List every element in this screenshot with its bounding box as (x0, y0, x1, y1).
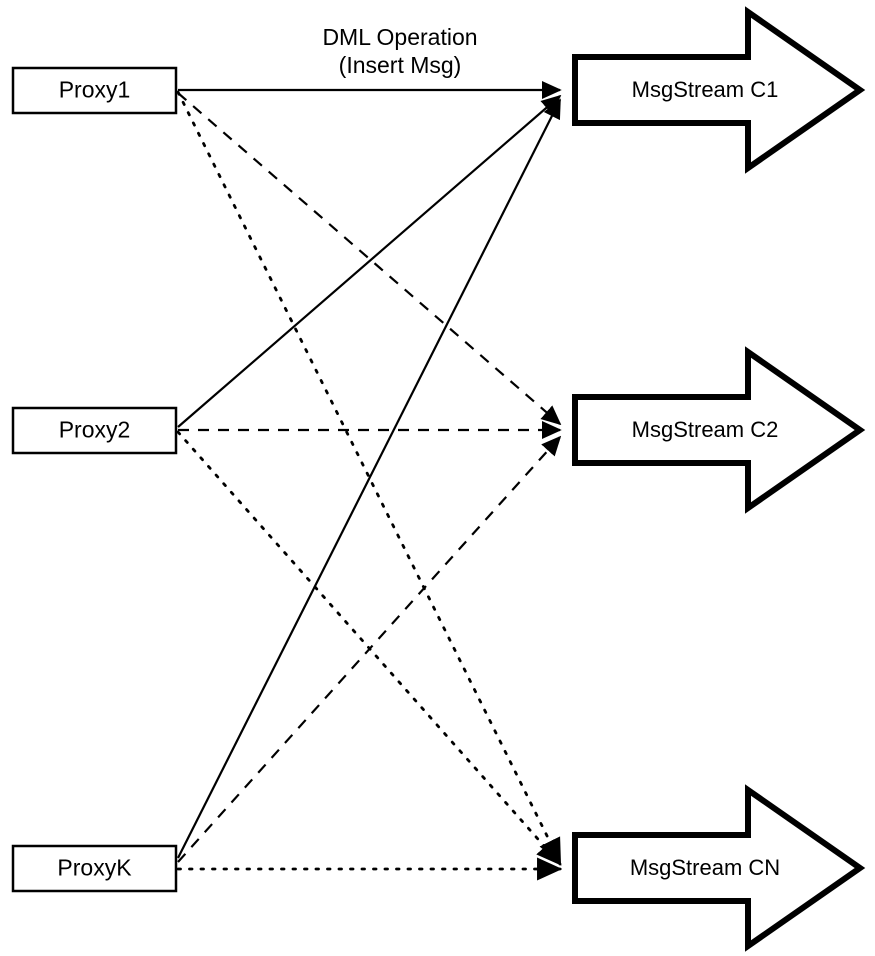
proxy-node-proxy2[interactable]: Proxy2 (11, 406, 178, 455)
edge-label-dml-operation: DML Operation (Insert Msg) (322, 24, 477, 78)
edge-proxyk-to-stream-c1 (177, 98, 561, 859)
edge-label-line1: DML Operation (322, 24, 477, 50)
proxy1-label: Proxy1 (59, 77, 131, 103)
msgstream-c1-block-arrow-shape[interactable] (572, 6, 866, 174)
proxy2-label: Proxy2 (59, 417, 131, 443)
msgstream-c2-label: MsgStream C2 (632, 417, 779, 442)
edge-group-to-stream-c1 (177, 80, 562, 859)
proxy-node-proxyk[interactable]: ProxyK (11, 844, 178, 893)
edge-group-to-stream-c2 (177, 92, 562, 863)
edge-proxyk-to-stream-c2 (177, 435, 562, 863)
proxyk-label: ProxyK (57, 855, 132, 881)
msgstream-node-c1[interactable]: MsgStream C1 (572, 6, 866, 174)
msgstream-cn-block-arrow-shape[interactable] (572, 784, 866, 952)
msgstream-c2-block-arrow-shape[interactable] (572, 346, 866, 514)
msgstream-cn-label: MsgStream CN (630, 855, 780, 880)
edge-proxy1-to-stream-cn (176, 90, 562, 865)
proxy-node-proxy1[interactable]: Proxy1 (11, 66, 178, 115)
msgstream-c1-label: MsgStream C1 (632, 77, 779, 102)
msgstream-node-c2[interactable]: MsgStream C2 (572, 346, 866, 514)
proxy2-box[interactable] (11, 406, 178, 455)
edge-label-line2: (Insert Msg) (339, 52, 462, 78)
edge-proxy1-to-stream-c2 (177, 92, 562, 426)
edge-proxy2-to-stream-c1 (177, 94, 562, 428)
proxyk-box[interactable] (11, 844, 178, 893)
proxy1-box[interactable] (11, 66, 178, 115)
msgstream-node-cn[interactable]: MsgStream CN (572, 784, 866, 952)
